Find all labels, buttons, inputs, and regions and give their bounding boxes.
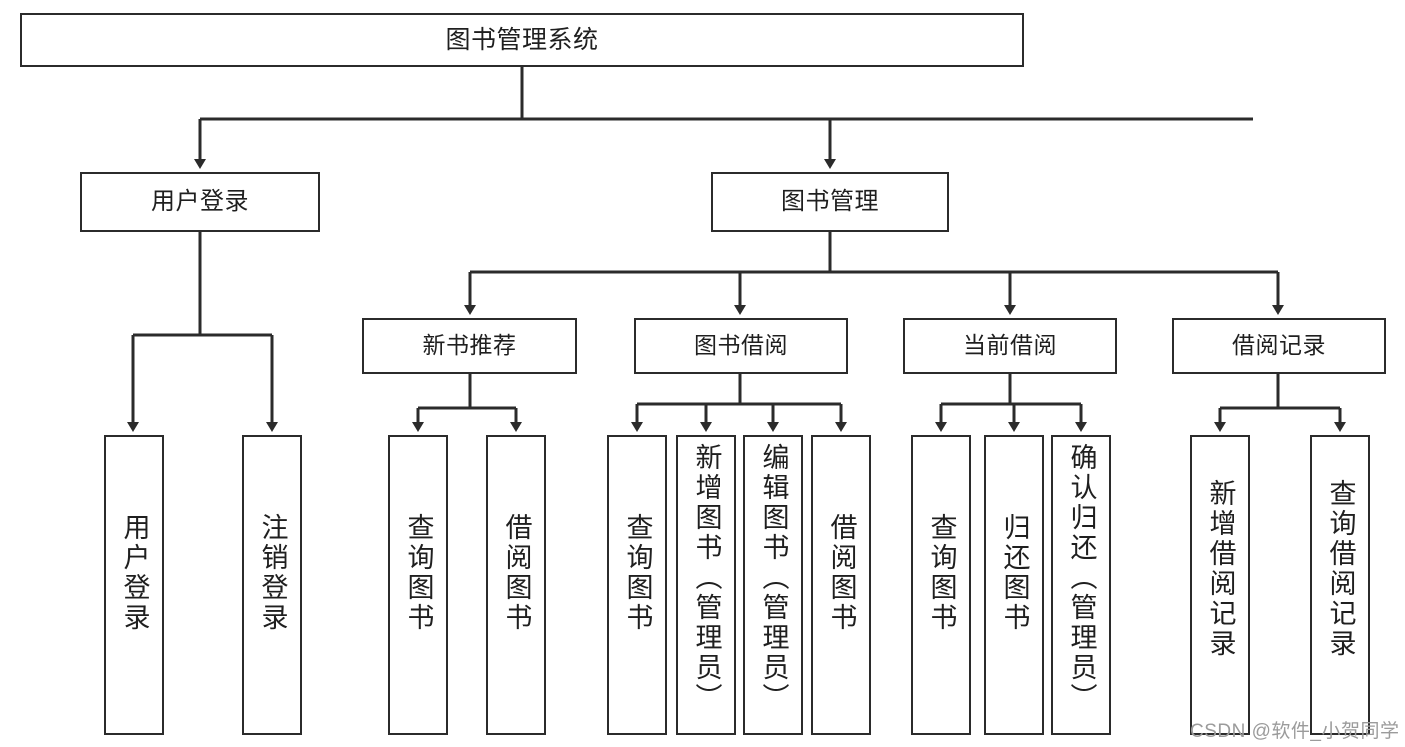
node-leaf-logout[interactable]: 注销登录	[242, 435, 302, 735]
node-book-borrow-label: 图书借阅	[694, 332, 788, 359]
node-leaf-user-login-label: 用户登录	[119, 513, 150, 633]
node-leaf-query-book-2[interactable]: 查询图书	[607, 435, 667, 735]
watermark: CSDN @软件_小贺同学	[1190, 721, 1400, 742]
node-leaf-query-record[interactable]: 查询借阅记录	[1310, 435, 1370, 735]
node-current-borrow-label: 当前借阅	[963, 332, 1057, 359]
node-leaf-edit-book-label: 编辑图书（管理员）	[758, 443, 789, 713]
node-leaf-return-book[interactable]: 归还图书	[984, 435, 1044, 735]
node-book-manage[interactable]: 图书管理	[711, 172, 949, 232]
node-leaf-query-book-1-label: 查询图书	[403, 513, 434, 633]
node-book-manage-label: 图书管理	[781, 187, 879, 215]
node-user-login-label: 用户登录	[151, 187, 249, 215]
node-leaf-add-record-label: 新增借阅记录	[1205, 479, 1236, 659]
node-borrow-record[interactable]: 借阅记录	[1172, 318, 1386, 374]
node-leaf-borrow-book-2-label: 借阅图书	[826, 513, 857, 633]
node-leaf-edit-book[interactable]: 编辑图书（管理员）	[743, 435, 803, 735]
node-leaf-add-book-label: 新增图书（管理员）	[691, 443, 722, 713]
node-leaf-confirm-return-label: 确认归还（管理员）	[1066, 443, 1097, 713]
node-new-book-recommend[interactable]: 新书推荐	[362, 318, 577, 374]
node-leaf-return-book-label: 归还图书	[999, 513, 1030, 633]
node-leaf-borrow-book-1-label: 借阅图书	[501, 513, 532, 633]
node-user-login[interactable]: 用户登录	[80, 172, 320, 232]
node-current-borrow[interactable]: 当前借阅	[903, 318, 1117, 374]
node-leaf-query-book-1[interactable]: 查询图书	[388, 435, 448, 735]
node-leaf-query-book-2-label: 查询图书	[622, 513, 653, 633]
node-leaf-borrow-book-2[interactable]: 借阅图书	[811, 435, 871, 735]
node-borrow-record-label: 借阅记录	[1232, 332, 1326, 359]
node-leaf-add-book[interactable]: 新增图书（管理员）	[676, 435, 736, 735]
node-leaf-add-record[interactable]: 新增借阅记录	[1190, 435, 1250, 735]
node-leaf-query-book-3[interactable]: 查询图书	[911, 435, 971, 735]
node-root-label: 图书管理系统	[445, 26, 599, 54]
node-book-borrow[interactable]: 图书借阅	[634, 318, 848, 374]
node-leaf-borrow-book-1[interactable]: 借阅图书	[486, 435, 546, 735]
node-leaf-query-record-label: 查询借阅记录	[1325, 479, 1356, 659]
node-leaf-user-login[interactable]: 用户登录	[104, 435, 164, 735]
node-root[interactable]: 图书管理系统	[20, 13, 1024, 67]
node-leaf-confirm-return[interactable]: 确认归还（管理员）	[1051, 435, 1111, 735]
node-leaf-logout-label: 注销登录	[257, 513, 288, 633]
node-new-book-recommend-label: 新书推荐	[422, 332, 517, 359]
node-leaf-query-book-3-label: 查询图书	[926, 513, 957, 633]
